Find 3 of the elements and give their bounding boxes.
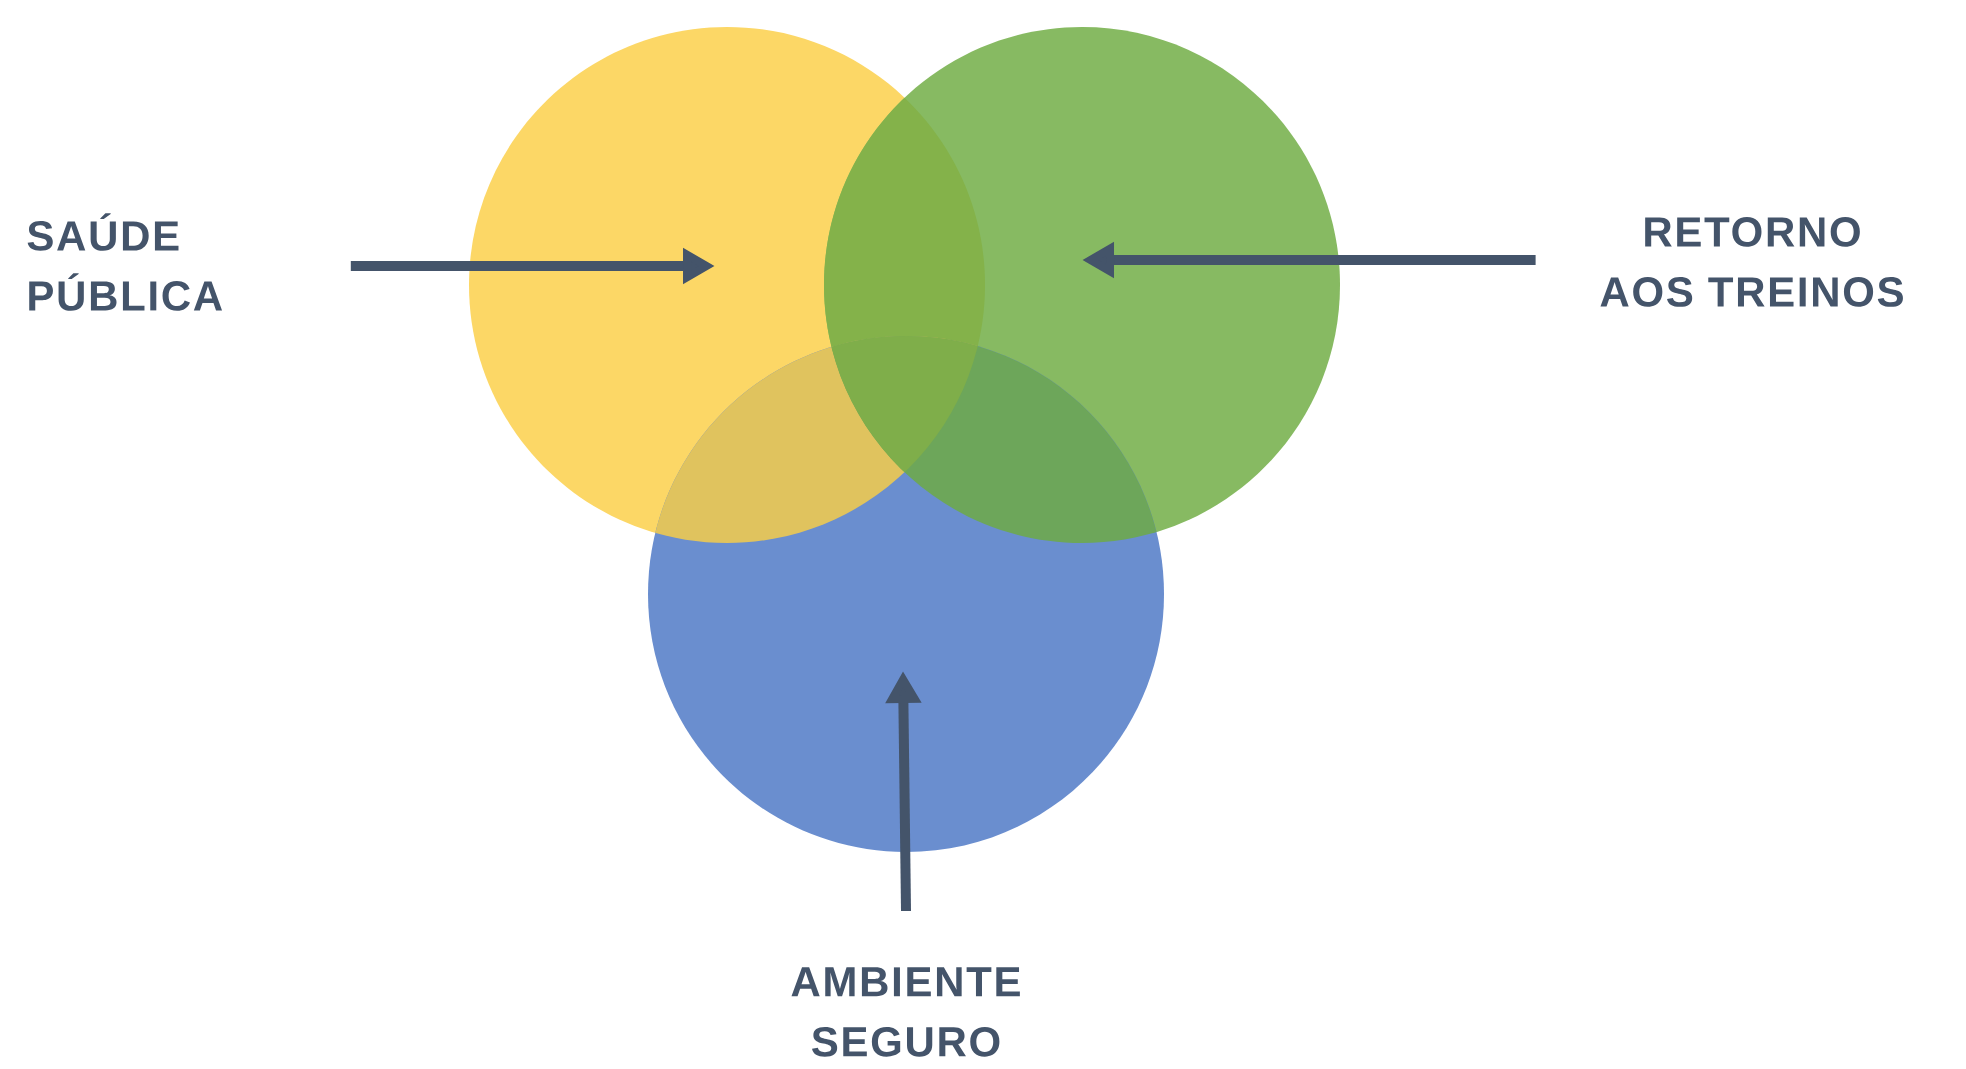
node-label: SAÚDE PÚBLICA (27, 213, 223, 311)
node-label: AMBIENTE SEGURO (791, 967, 1020, 1057)
node-label: RETORNO AOS TREINOS (1600, 217, 1903, 307)
